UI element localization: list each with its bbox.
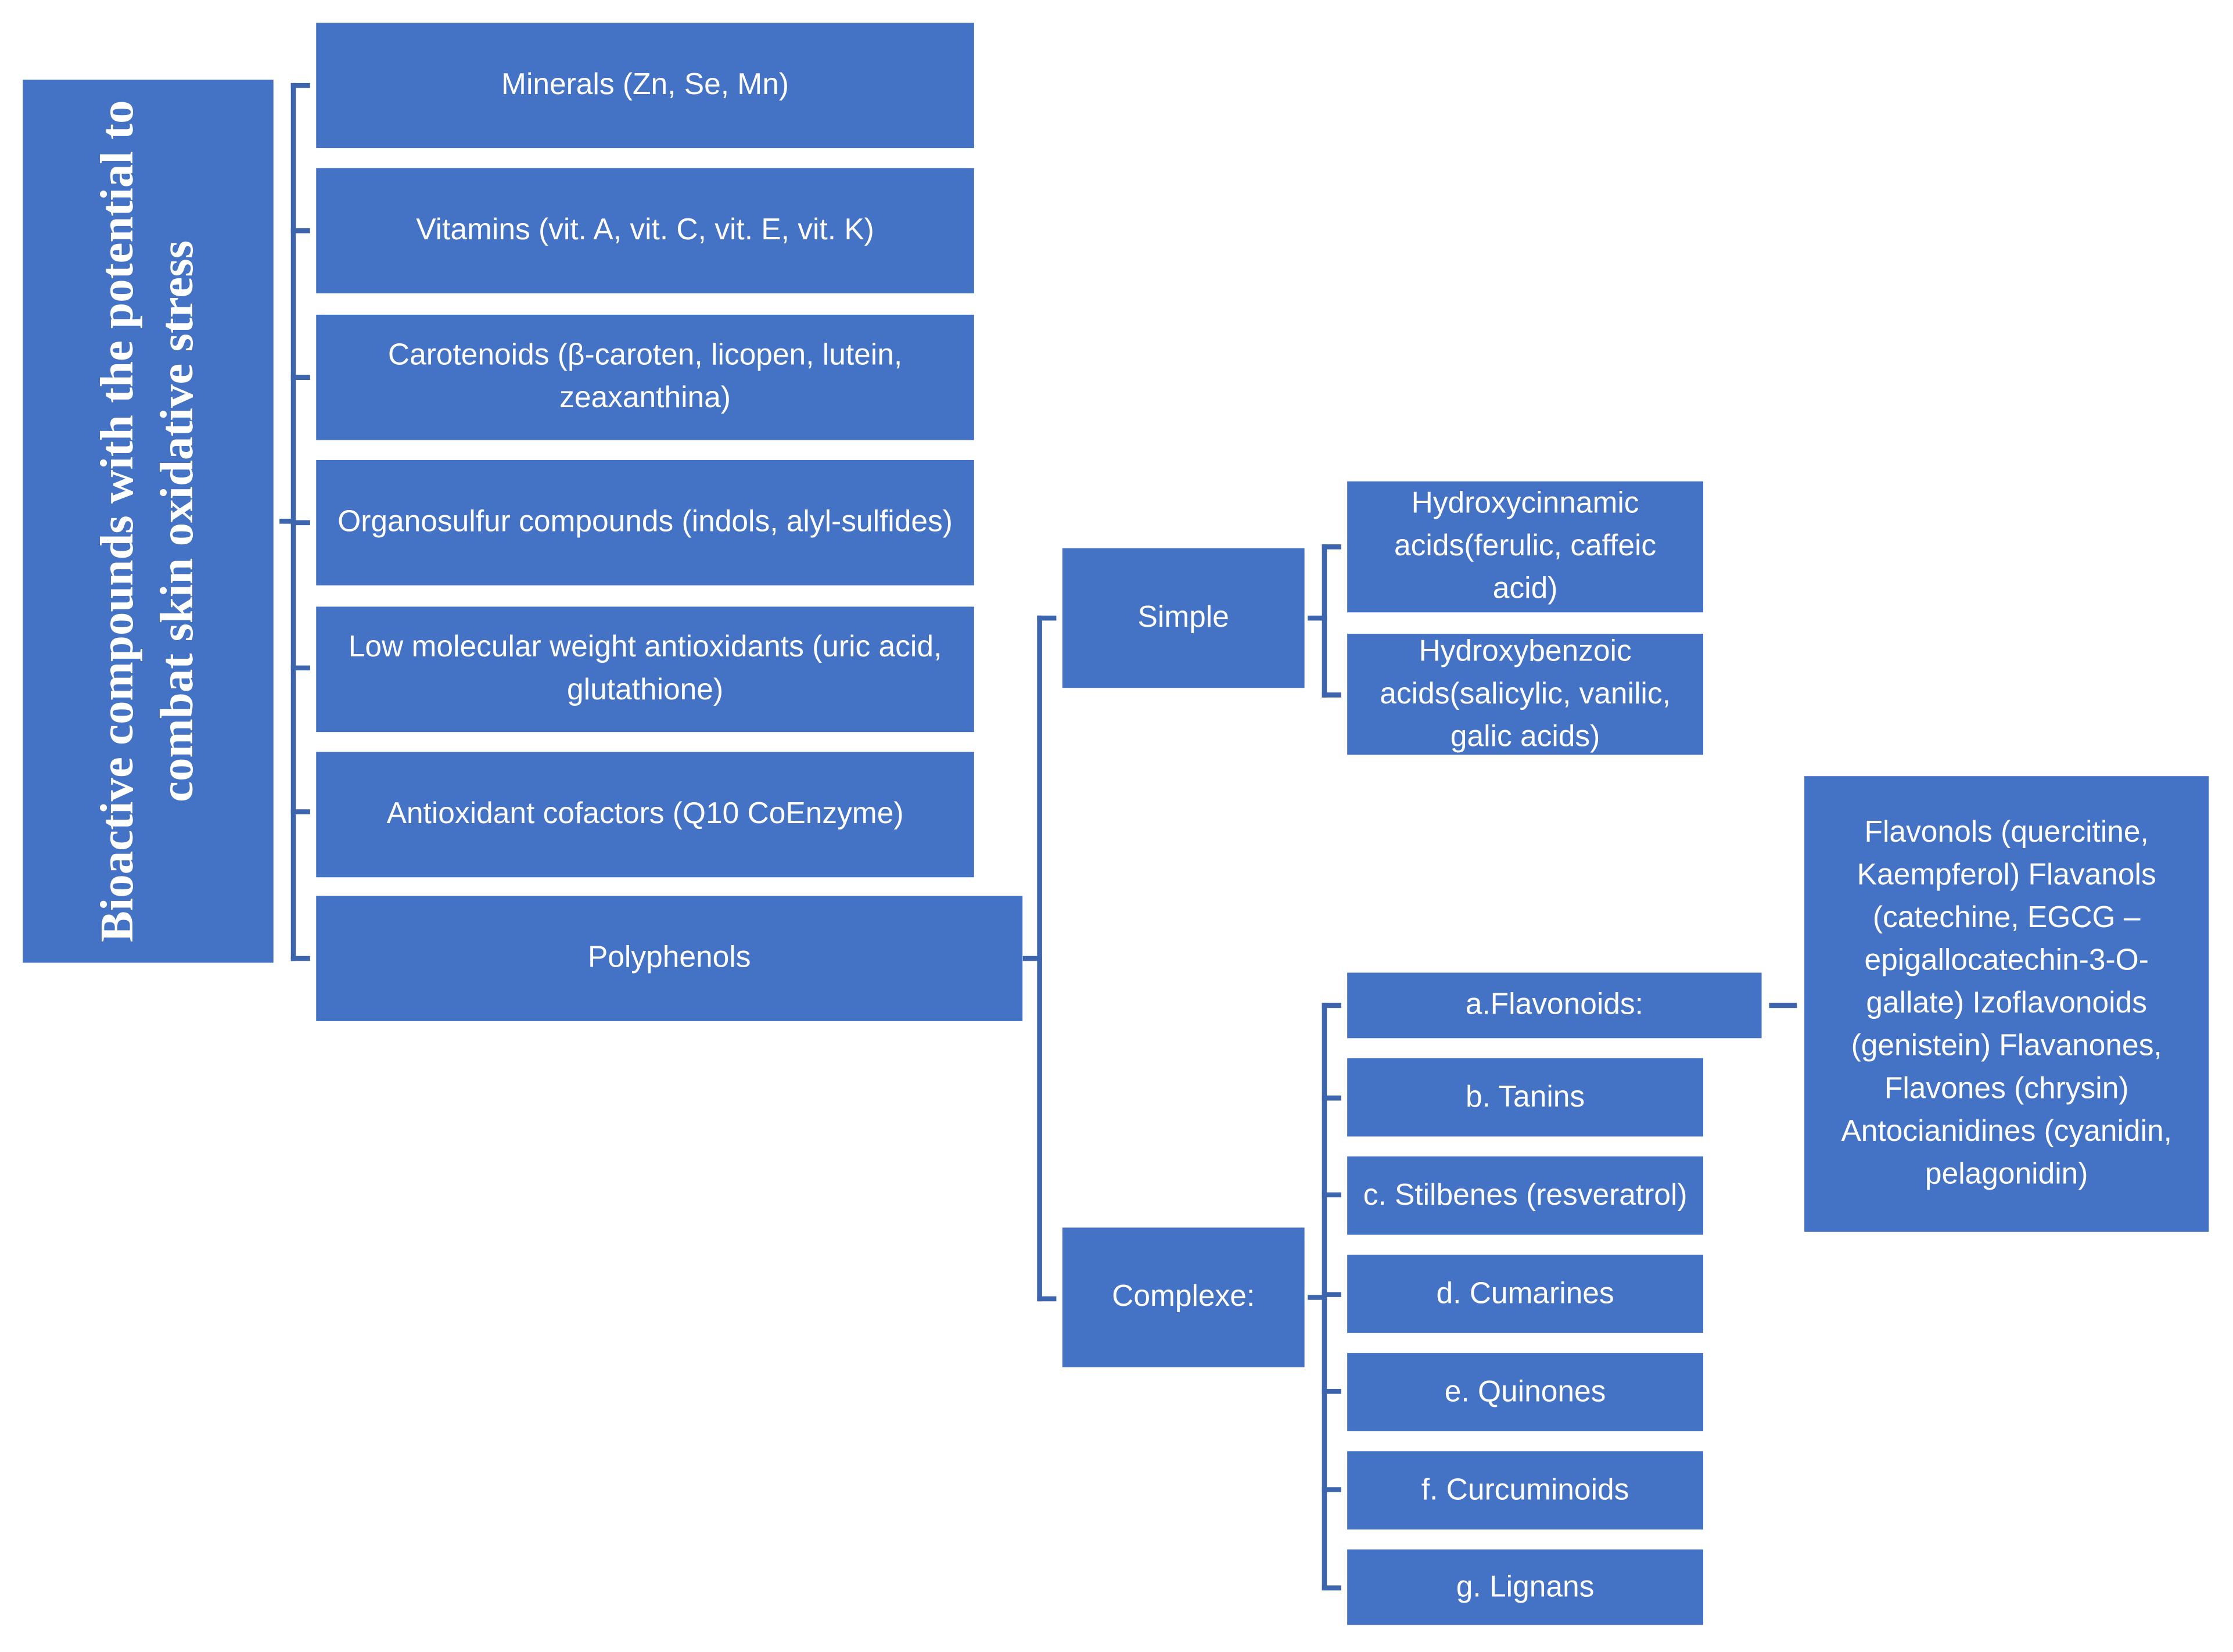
complex-cumarines: d. Cumarines [1347,1254,1704,1333]
complex-flavonoids: a.Flavonoids: [1347,972,1762,1039]
root-node [23,80,274,963]
complex-lignans: g. Lignans [1347,1549,1704,1625]
category-minerals: Minerals (Zn, Se, Mn) [316,23,974,148]
category-polyphenols: Polyphenols [316,896,1023,1021]
category-cofactors: Antioxidant cofactors (Q10 CoEnzyme) [316,752,974,878]
polyphenol-simple: Simple [1062,548,1305,688]
complex-curcuminoids: f. Curcuminoids [1347,1451,1704,1530]
polyphenol-complexe: Complexe: [1062,1227,1305,1367]
category-vitamins: Vitamins (vit. A, vit. C, vit. E, vit. K… [316,168,974,294]
simple-hydroxycinnamic: Hydroxycinnamic acids(ferulic, caffeic a… [1347,481,1704,613]
complex-tanins: b. Tanins [1347,1058,1704,1137]
complex-stilbenes: c. Stilbenes (resveratrol) [1347,1156,1704,1235]
root-node-label: Bioactive compounds with the potential t… [92,100,204,943]
category-low-molecular: Low molecular weight antioxidants (uric … [316,606,974,732]
flavonoid-details: Flavonols (quercitine, Kaempferol) Flava… [1804,776,2209,1232]
simple-hydroxybenzoic: Hydroxybenzoic acids(salicylic, vanilic,… [1347,634,1704,755]
category-organosulfur: Organosulfur compounds (indols, alyl-sul… [316,459,974,586]
category-carotenoids: Carotenoids (β-caroten, licopen, lutein,… [316,314,974,440]
complex-quinones: e. Quinones [1347,1353,1704,1431]
